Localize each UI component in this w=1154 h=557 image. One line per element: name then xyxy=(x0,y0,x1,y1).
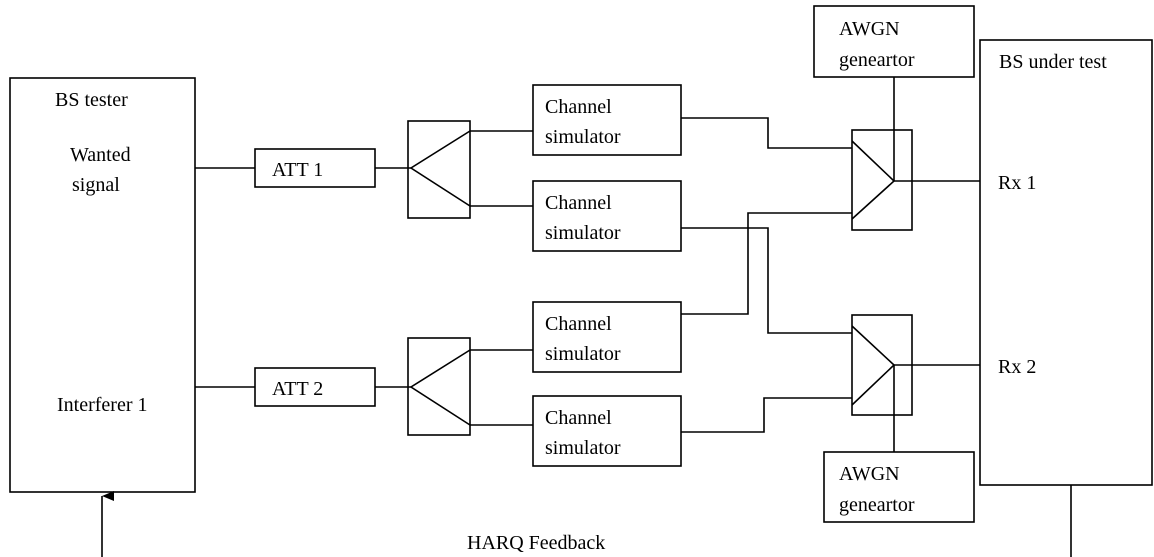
harq-feedback-path xyxy=(101,485,1072,557)
svg-text:AWGN: AWGN xyxy=(839,463,900,485)
connection-wires xyxy=(195,77,980,452)
channel-simulator-2: Channel simulator xyxy=(532,180,682,252)
svg-text:simulator: simulator xyxy=(545,126,621,148)
svg-text:geneartor: geneartor xyxy=(839,49,915,71)
svg-text:simulator: simulator xyxy=(545,343,621,365)
svg-text:Channel: Channel xyxy=(545,313,612,335)
splitter-2 xyxy=(407,337,471,436)
interferer-label: Interferer 1 xyxy=(57,394,148,416)
splitter-1 xyxy=(407,120,471,219)
att2-box xyxy=(254,367,376,407)
awgn-generator-bottom: AWGN geneartor xyxy=(823,451,975,523)
wanted-signal-label-line2: signal xyxy=(72,174,120,196)
svg-text:simulator: simulator xyxy=(545,437,621,459)
svg-text:AWGN: AWGN xyxy=(839,18,900,40)
harq-feedback-label: HARQ Feedback xyxy=(467,532,605,554)
svg-text:simulator: simulator xyxy=(545,222,621,244)
bs-tester-title: BS tester xyxy=(55,89,128,111)
svg-text:Channel: Channel xyxy=(545,96,612,118)
rx1-label: Rx 1 xyxy=(998,172,1036,194)
combiner-1 xyxy=(851,129,913,231)
awgn-generator-top: AWGN geneartor xyxy=(813,5,975,78)
att2-label: ATT 2 xyxy=(272,378,323,400)
bs-under-test-title: BS under test xyxy=(999,51,1107,73)
att1-label: ATT 1 xyxy=(272,159,323,181)
svg-text:geneartor: geneartor xyxy=(839,494,915,516)
svg-text:Channel: Channel xyxy=(545,192,612,214)
wanted-signal-label-line1: Wanted xyxy=(70,144,131,166)
rx2-label: Rx 2 xyxy=(998,356,1036,378)
channel-simulator-1: Channel simulator xyxy=(532,84,682,156)
channel-simulator-3: Channel simulator xyxy=(532,301,682,373)
bs-under-test-box xyxy=(979,39,1153,486)
svg-text:Channel: Channel xyxy=(545,407,612,429)
bs-tester-box xyxy=(9,77,196,493)
channel-simulator-4: Channel simulator xyxy=(532,395,682,467)
